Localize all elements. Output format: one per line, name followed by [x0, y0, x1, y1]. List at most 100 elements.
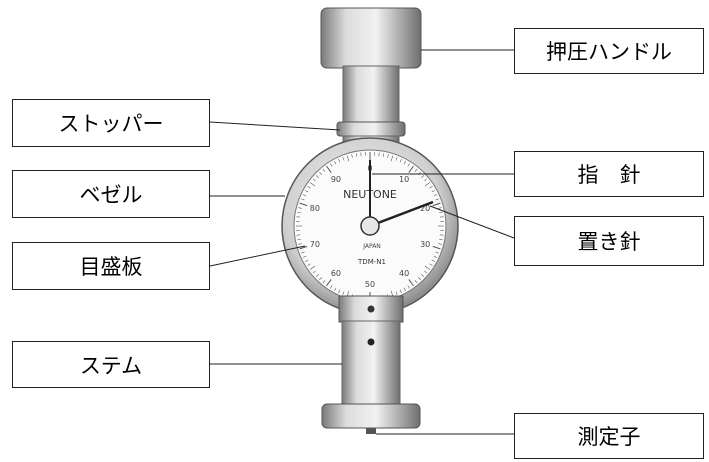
dial-tick	[424, 270, 428, 274]
dial-tick	[302, 194, 307, 197]
label-stem: ステム	[12, 341, 210, 388]
dial-tick	[408, 165, 414, 173]
dial-scale-number: 70	[310, 240, 320, 249]
label-pointer: 指 針	[514, 151, 704, 197]
dial-tick	[312, 270, 316, 274]
dial-tick	[315, 274, 319, 277]
dial-tick	[435, 251, 439, 254]
dial-tick	[319, 171, 322, 175]
dial-tick	[424, 182, 431, 187]
dial-tick	[305, 190, 309, 193]
dial-tick	[298, 207, 302, 209]
dial-tick	[307, 186, 311, 189]
leader-stopper	[209, 121, 341, 131]
dial-tick	[299, 245, 308, 250]
dial-tick	[309, 182, 316, 187]
leader-lines	[209, 49, 515, 435]
dial-tick	[299, 202, 308, 207]
dial-tick	[298, 243, 302, 245]
dial-tick	[346, 155, 350, 162]
dial-tick	[355, 153, 358, 157]
dial-tick	[418, 277, 421, 281]
dial-tick	[438, 243, 442, 245]
dial-tick	[421, 175, 425, 178]
dial-tick	[403, 161, 406, 165]
handle-cap	[320, 7, 422, 69]
dial-tick	[338, 158, 341, 163]
dial-tick	[342, 291, 345, 295]
dial-tick	[319, 277, 322, 281]
dial-tick	[390, 290, 394, 297]
dial-scale-number: 20	[420, 204, 430, 213]
label-bezel: ベゼル	[12, 170, 210, 218]
dial-tick	[432, 202, 441, 207]
dial-tick	[297, 238, 301, 241]
dial-tick	[330, 285, 333, 289]
dial-tick	[403, 287, 406, 291]
dial-tick	[330, 163, 333, 167]
dial-tick	[431, 259, 435, 262]
stem-screw-top	[367, 305, 375, 313]
dial-scale-number: 10	[399, 175, 409, 184]
label-stopper: ストッパー	[12, 99, 210, 147]
dial-tick	[424, 178, 428, 182]
stopper-ring	[336, 121, 406, 137]
dial-tick	[309, 265, 316, 270]
dial-scale-number: 30	[420, 240, 430, 249]
dial-tick	[399, 158, 402, 163]
dial-tick	[432, 245, 441, 250]
indenter-tip	[366, 428, 376, 434]
dial-tick	[439, 211, 443, 214]
dial-tick	[305, 259, 309, 262]
stem-body	[341, 320, 401, 407]
dial-tick	[395, 291, 398, 295]
dial-tick	[322, 280, 326, 284]
dial-tick	[301, 251, 305, 254]
dial-tick	[346, 290, 350, 297]
dial-tick	[326, 279, 332, 287]
dial-tick	[342, 157, 345, 161]
pointer-hub	[360, 216, 380, 236]
dial-tick	[439, 238, 443, 241]
dial-tick	[438, 207, 442, 209]
dial-tick	[322, 168, 326, 172]
label-dial: 目盛板	[12, 242, 210, 290]
dial-scale-number: 40	[399, 269, 409, 278]
dial-tick	[334, 161, 337, 165]
handle-neck	[342, 65, 400, 125]
dial-tick	[302, 255, 307, 258]
dial-tick	[334, 287, 337, 291]
leader-dial	[209, 245, 306, 267]
dial-scale-numbers: 0102030405060708090	[310, 164, 431, 289]
dial-tick	[407, 163, 410, 167]
dial-tick	[433, 194, 438, 197]
dial-tick	[395, 157, 398, 161]
dial-tick	[431, 190, 435, 193]
dial-tick	[433, 255, 438, 258]
dial-tick	[312, 178, 316, 182]
presser-foot	[321, 403, 421, 429]
dial-tick	[390, 155, 394, 162]
dial-tick	[307, 263, 311, 266]
leader-max-pointer	[429, 205, 515, 239]
dial-tick	[315, 175, 319, 178]
dial-tick	[435, 198, 439, 201]
dial-tick	[326, 165, 332, 173]
dial-tick	[387, 154, 389, 158]
dial-tick	[382, 153, 385, 157]
stem-screw	[367, 338, 375, 346]
dial-scale-number: 80	[310, 204, 320, 213]
label-indenter: 測定子	[514, 413, 704, 459]
dial-scale-number: 90	[331, 175, 341, 184]
dial-ticks	[296, 152, 444, 300]
dial-tick	[429, 263, 433, 266]
dial-tick	[421, 274, 425, 277]
dial-sub-text: JAPAN	[362, 243, 381, 250]
dial-tick	[424, 265, 431, 270]
dial-scale-number: 60	[331, 269, 341, 278]
dial-tick	[414, 168, 418, 172]
label-max-pointer: 置き針	[514, 216, 704, 266]
dial-tick	[407, 285, 410, 289]
